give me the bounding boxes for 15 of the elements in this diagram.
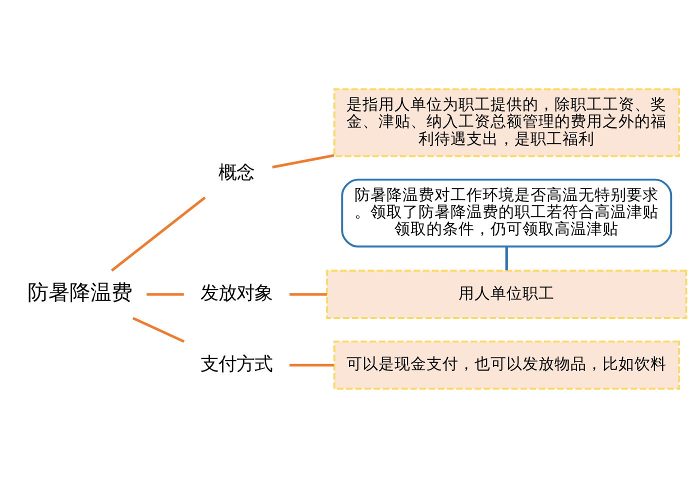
node-text: 发放对象: [200, 282, 273, 304]
node-box: 用人单位职工: [326, 269, 688, 318]
node-text: 防暑降温费: [27, 280, 132, 304]
connector: [146, 292, 184, 296]
node-box: 可以是现金支付，也可以发放物品，比如饮料: [333, 340, 680, 390]
node-box: 是指用人单位为职工提供的，除职工工资、奖金、津贴、纳入工资总额管理的费用之外的福利待遇支出，是职工福利: [333, 88, 680, 157]
connector: [272, 154, 334, 168]
node-text: 支付方式: [200, 354, 273, 375]
connector: [505, 246, 508, 270]
connector: [132, 316, 185, 342]
node-box: 防暑降温费对工作环境是否高温无特别要求。领取了防暑降温费的职工若符合高温津贴领取的条件，仍可领取高温津贴: [341, 178, 672, 248]
connector: [289, 363, 334, 366]
node-text: 概念: [218, 162, 255, 184]
connector: [110, 196, 206, 272]
connector: [289, 292, 327, 296]
